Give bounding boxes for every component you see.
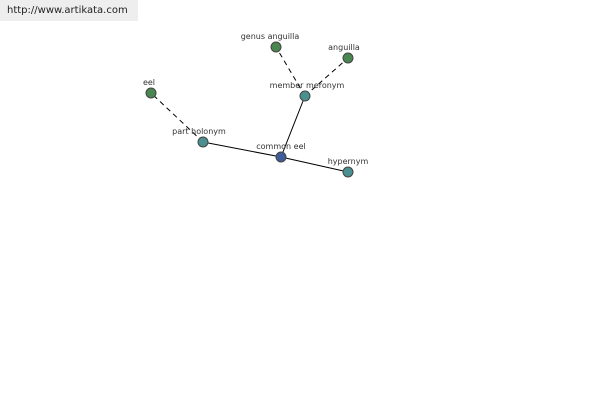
edge-member-meronym-anguilla (304, 57, 349, 97)
edge-member-meronym-genus-anguilla (275, 46, 306, 97)
source-url[interactable]: http://www.artikata.com (7, 5, 128, 16)
edge-common-eel-member-meronym (280, 95, 306, 158)
label-hypernym[interactable]: hypernym (328, 157, 369, 166)
node-hypernym[interactable] (342, 166, 354, 178)
node-anguilla[interactable] (342, 52, 354, 64)
edge-common-eel-part-holonym (202, 141, 282, 158)
label-eel[interactable]: eel (143, 78, 155, 87)
node-genus-anguilla[interactable] (270, 41, 282, 53)
label-common-eel[interactable]: common eel (256, 142, 305, 151)
source-url-banner: http://www.artikata.com (0, 0, 138, 21)
node-eel[interactable] (145, 87, 157, 99)
label-part-holonym[interactable]: part holonym (172, 127, 226, 136)
node-part-holonym[interactable] (197, 136, 209, 148)
label-genus-anguilla[interactable]: genus anguilla (241, 32, 300, 41)
node-member-meronym[interactable] (299, 90, 311, 102)
label-anguilla[interactable]: anguilla (328, 43, 360, 52)
node-common-eel[interactable] (275, 151, 287, 163)
edge-common-eel-hypernym (280, 156, 349, 173)
edge-part-holonym-eel (150, 92, 204, 143)
label-member-meronym[interactable]: member meronym (270, 81, 345, 90)
